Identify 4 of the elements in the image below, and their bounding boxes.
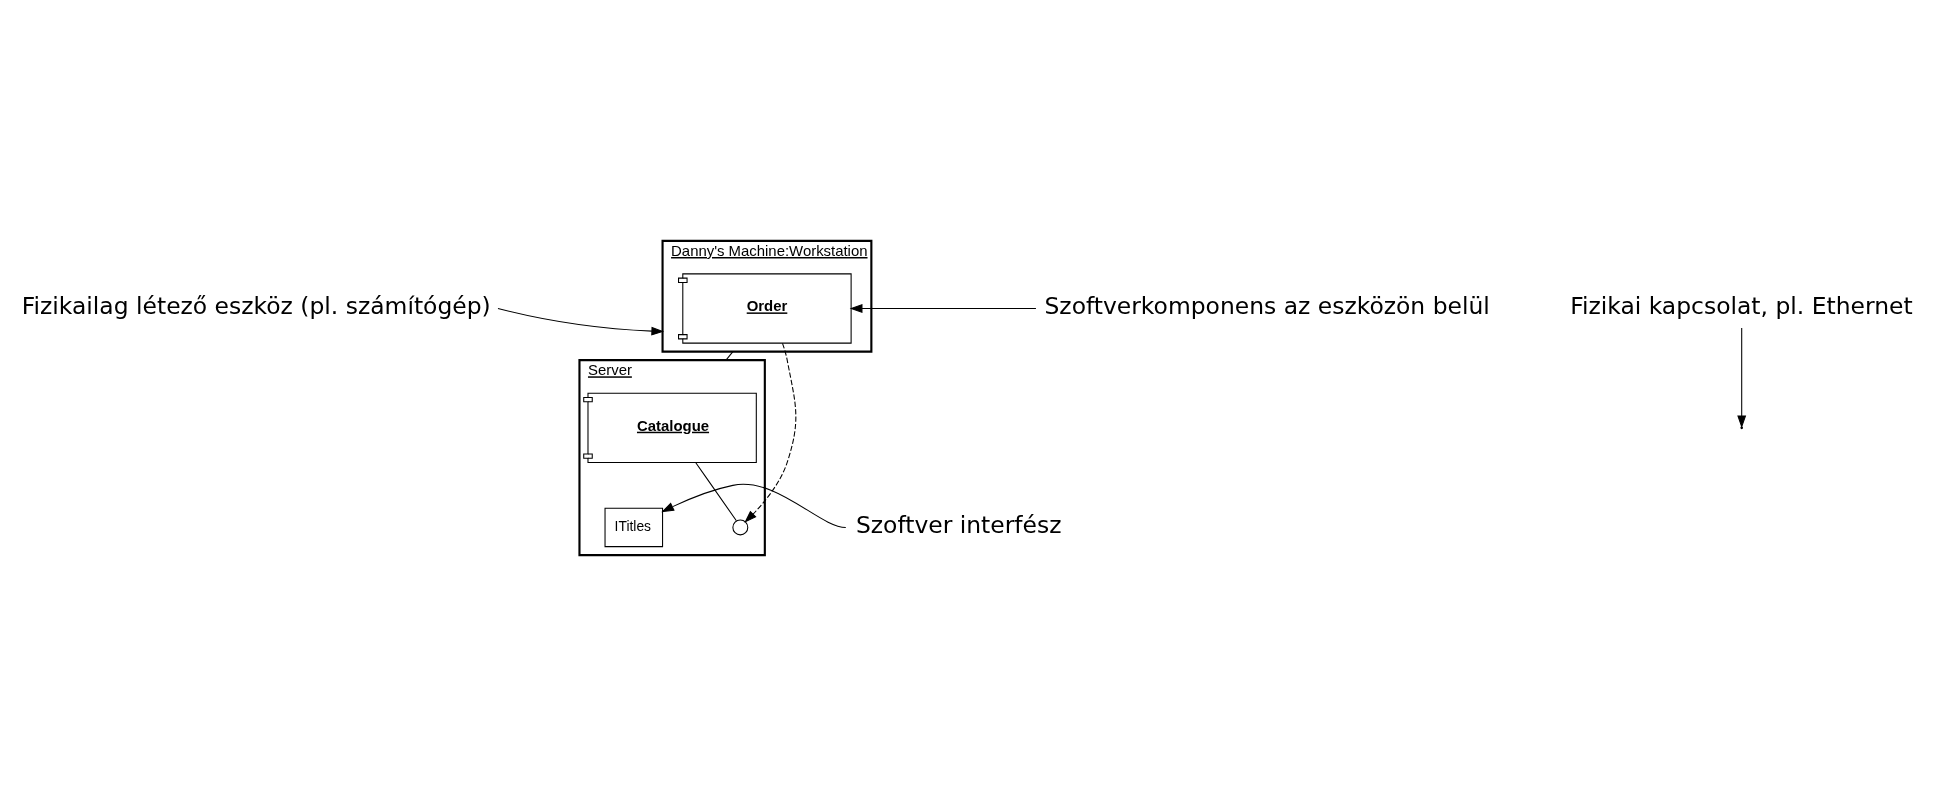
node-text: Fizikailag létező eszköz (pl. számítógép): [21, 292, 491, 321]
node-text: Szoftverkomponens az eszközön belül: [1043, 292, 1490, 321]
node-text: Fizikai kapcsolat, pl. Ethernet: [1569, 292, 1913, 321]
node-text: Szoftver interfész: [855, 511, 1061, 540]
